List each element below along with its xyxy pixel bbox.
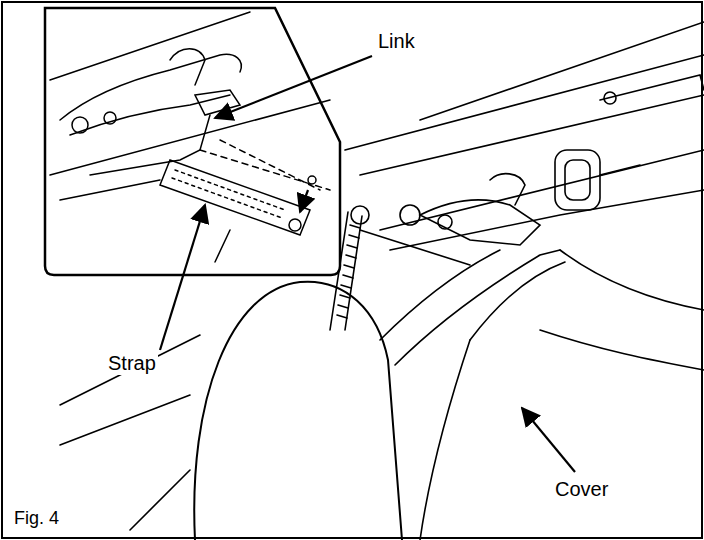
leader-lines (160, 56, 575, 472)
part-label: Strap (106, 352, 158, 375)
part-label: Cover (553, 478, 610, 501)
detail-inset (45, 8, 340, 275)
part-label: Link (376, 30, 417, 53)
inset-detail (50, 12, 330, 262)
figure-number: Fig. 4 (12, 508, 61, 529)
